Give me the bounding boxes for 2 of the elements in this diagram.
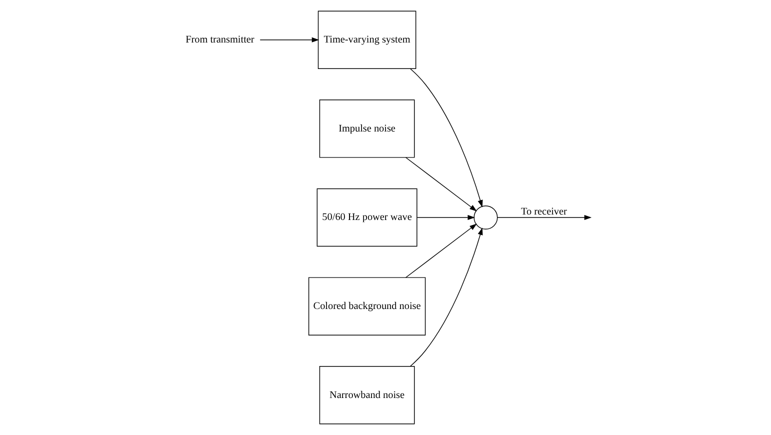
node-text: From transmitter	[186, 34, 254, 46]
edge-label: To receiver	[520, 206, 567, 218]
